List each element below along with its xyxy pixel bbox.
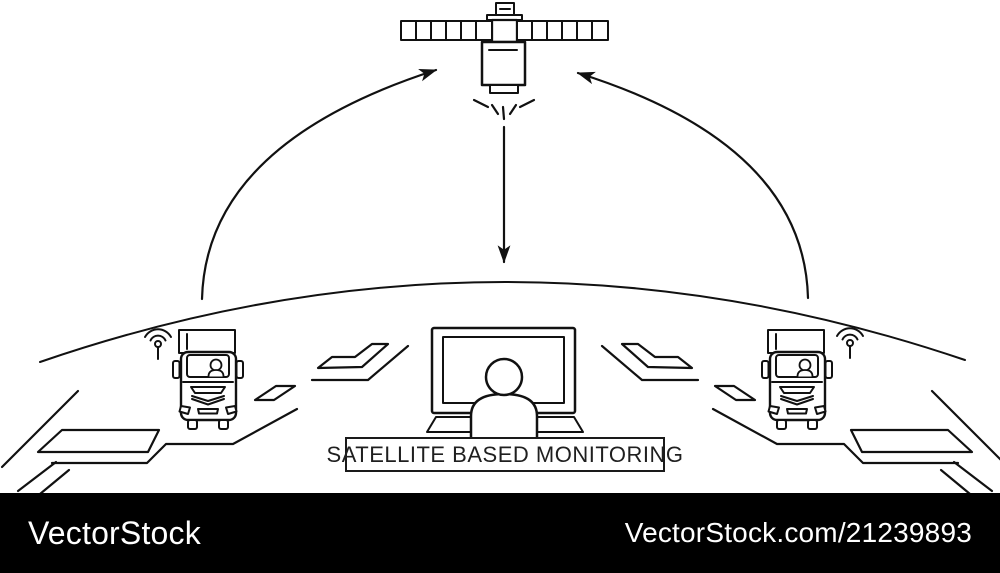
signal-beams-icon — [472, 98, 536, 121]
vectorstock-credit: VectorStock.com/21239893 — [624, 517, 972, 548]
caption-text: SATELLITE BASED MONITORING — [326, 441, 684, 467]
uplink-arrow-left — [200, 68, 438, 301]
solar-panel-left — [400, 20, 493, 41]
operator-person — [469, 357, 539, 441]
wifi-signal-icon-right — [836, 327, 864, 359]
wifi-signal-icon-left — [144, 328, 172, 360]
horizon-arc — [39, 281, 966, 363]
truck-icon-left — [171, 328, 245, 431]
satellite-icon — [400, 2, 609, 121]
watermark-bar: VectorStock VectorStock.com/21239893 — [0, 493, 1000, 573]
uplink-arrow-right — [576, 71, 810, 300]
operator-monitor-icon — [426, 326, 584, 441]
truck-icon-right — [760, 328, 834, 431]
satellite-body — [480, 40, 527, 87]
caption-box: SATELLITE BASED MONITORING — [327, 437, 683, 472]
vectorstock-logo: VectorStock — [28, 514, 201, 551]
solar-panel-right — [516, 20, 609, 41]
